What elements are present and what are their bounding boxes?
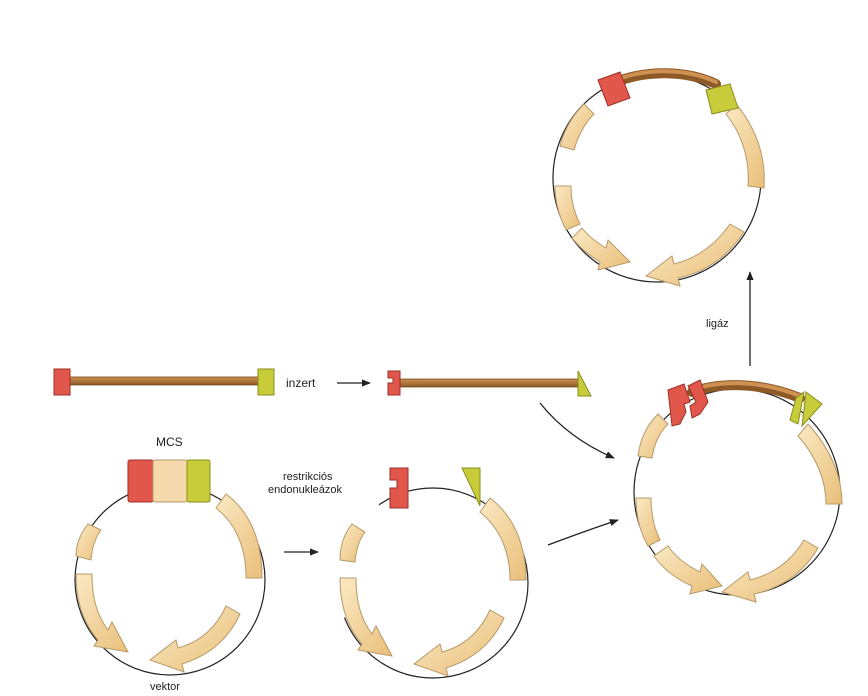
recombinant-red-site-right [687, 379, 709, 419]
recombinant-gene-arrow-left [653, 545, 723, 595]
recombinant-gene-left-2 [635, 497, 661, 547]
cut-vector-gene-arrow-left [339, 577, 393, 657]
vector-gene-left [75, 523, 102, 561]
ligated-gene-left-2 [554, 185, 581, 231]
cut-vector-red-end [389, 467, 409, 509]
cut-insert-strand [393, 378, 583, 388]
vector-mcs [127, 459, 211, 503]
cut-vector-plasmid [337, 467, 529, 679]
ligated-insert-arc-highlight [614, 69, 718, 84]
vector-label: vektor [150, 681, 180, 693]
recombinant-green-site-left [789, 390, 805, 425]
mcs-label: MCS [156, 435, 183, 449]
recombinant-gene-left [637, 413, 669, 459]
restriction-label-line1: restrikciós [283, 471, 333, 483]
insert-green-site [257, 368, 275, 396]
vector-gene-right [215, 493, 263, 579]
ligated-plasmid [552, 68, 765, 287]
cut-vector-green-end [461, 467, 481, 507]
cut-vector-gene-arrow-bottom [412, 609, 505, 677]
recombinant-plasmid [633, 379, 843, 603]
vector-gene-arrow-left [75, 573, 129, 653]
cut-vector-gene-left [339, 523, 366, 563]
insert-red-site [53, 368, 71, 396]
insert-label: inzert [286, 376, 316, 390]
restriction-label-line2: endonukleázok [268, 484, 343, 496]
recombinant-gene-arrow-bottom [720, 539, 819, 603]
mcs-red-site [127, 459, 154, 503]
cut-insert-red-end [387, 370, 401, 396]
ligase-label: ligáz [706, 318, 729, 330]
cut-vector-backbone [337, 487, 529, 679]
ligated-gene-left [559, 103, 595, 151]
recombinant-green-site-right [801, 391, 823, 428]
vector-gene-arrow-bottom [148, 605, 241, 673]
recombinant-gene-right [797, 423, 843, 505]
mcs-center [152, 459, 188, 503]
cut-insert-green-end [577, 370, 592, 397]
cut-insert-dna [387, 370, 592, 397]
recombinant-red-site-left [667, 383, 691, 427]
insert-dna [53, 368, 275, 396]
cut-vector-gene-right [479, 497, 527, 581]
insert-to-recombinant-arrow [539, 402, 615, 459]
insert-dna-strand [63, 376, 263, 386]
ligated-gene-right [725, 103, 765, 189]
mcs-green-site [186, 459, 211, 503]
ligated-red-site [597, 71, 631, 107]
ligated-green-site [705, 83, 739, 115]
vector-plasmid [74, 459, 266, 676]
vector-to-recombinant-arrow [547, 519, 619, 546]
ligated-gene-arrow-left [571, 227, 631, 271]
ligated-gene-arrow-bottom [644, 223, 745, 287]
